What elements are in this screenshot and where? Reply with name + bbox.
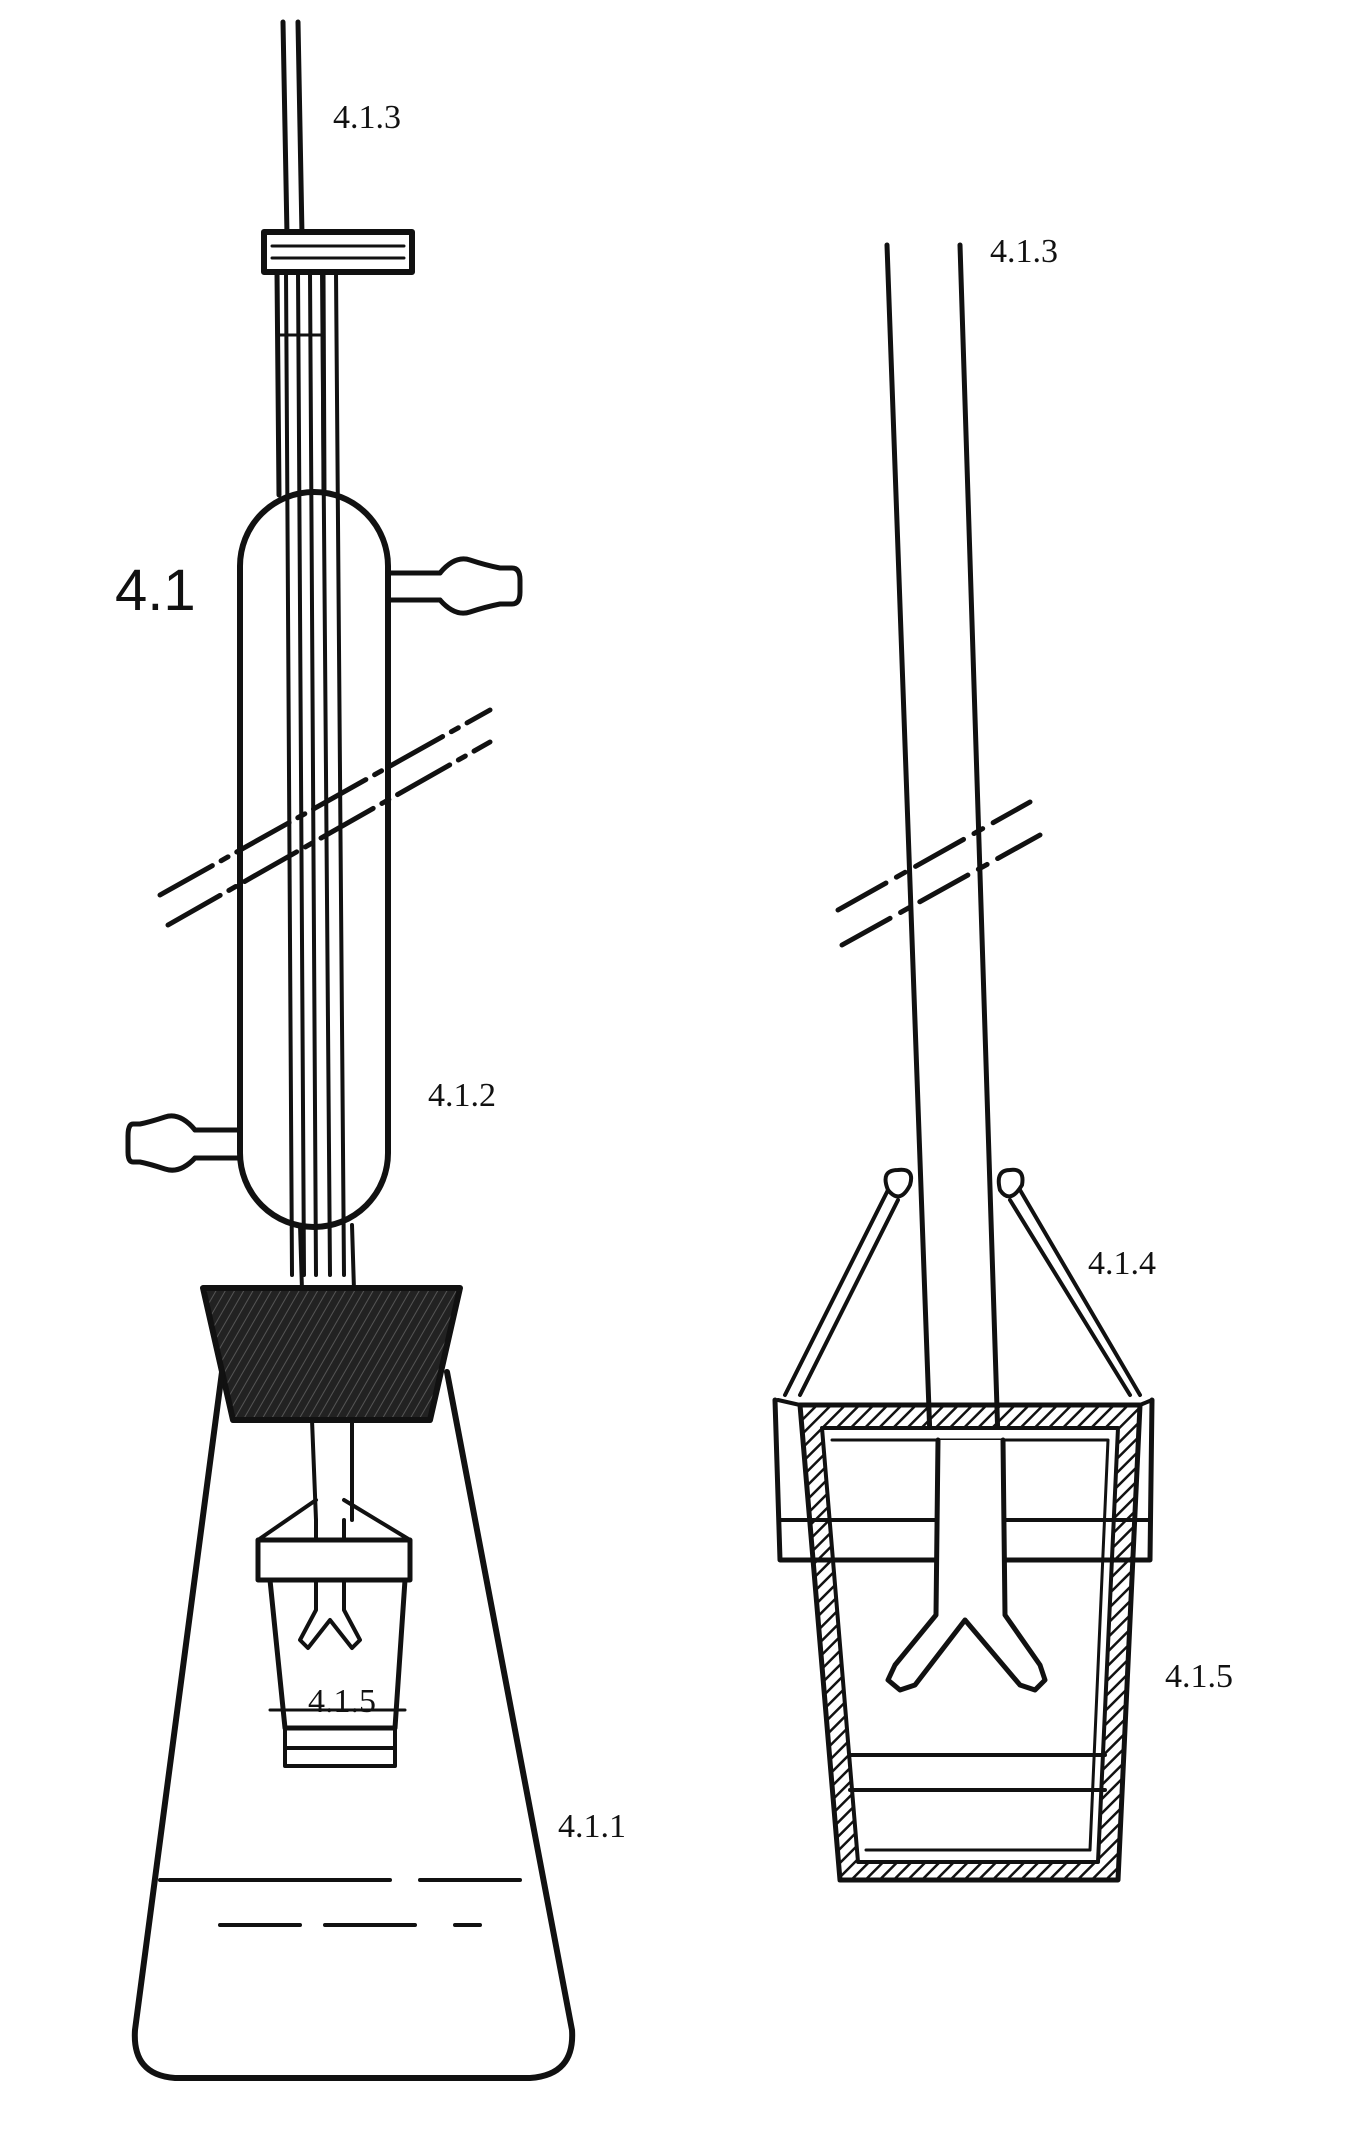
rubber-stopper [200, 1285, 463, 1423]
erlenmeyer-flask [131, 1369, 576, 2081]
liquid-level [158, 1878, 522, 1927]
upper-side-arm [385, 556, 523, 616]
label-right-top-tube: 4.1.3 [990, 233, 1058, 270]
detail-basket [772, 1397, 1155, 1883]
condenser-break-marks [157, 707, 493, 928]
detail-y-tube [885, 1437, 1048, 1693]
label-condenser: 4.1.2 [428, 1077, 496, 1114]
label-flask: 4.1.1 [558, 1808, 626, 1845]
support-rod [280, 19, 305, 238]
small-basket [255, 1537, 413, 1768]
left-apparatus [125, 19, 576, 2081]
inner-tubes [284, 270, 346, 1277]
label-basket-left: 4.1.5 [308, 1683, 376, 1720]
tube-to-basket [298, 1418, 362, 1650]
basket-hanger [256, 1498, 412, 1542]
detail-hanger [783, 1167, 1142, 1397]
label-hanger: 4.1.4 [1088, 1245, 1156, 1282]
clamp-block [261, 229, 415, 275]
label-left-top-tube: 4.1.3 [333, 99, 401, 136]
label-apparatus: 4.1 [115, 558, 196, 623]
right-detail [772, 242, 1155, 1883]
label-basket-right: 4.1.5 [1165, 1658, 1233, 1695]
tube-break-marks [835, 799, 1043, 948]
lower-tubes [298, 1223, 356, 1292]
lower-side-arm [125, 1113, 243, 1173]
